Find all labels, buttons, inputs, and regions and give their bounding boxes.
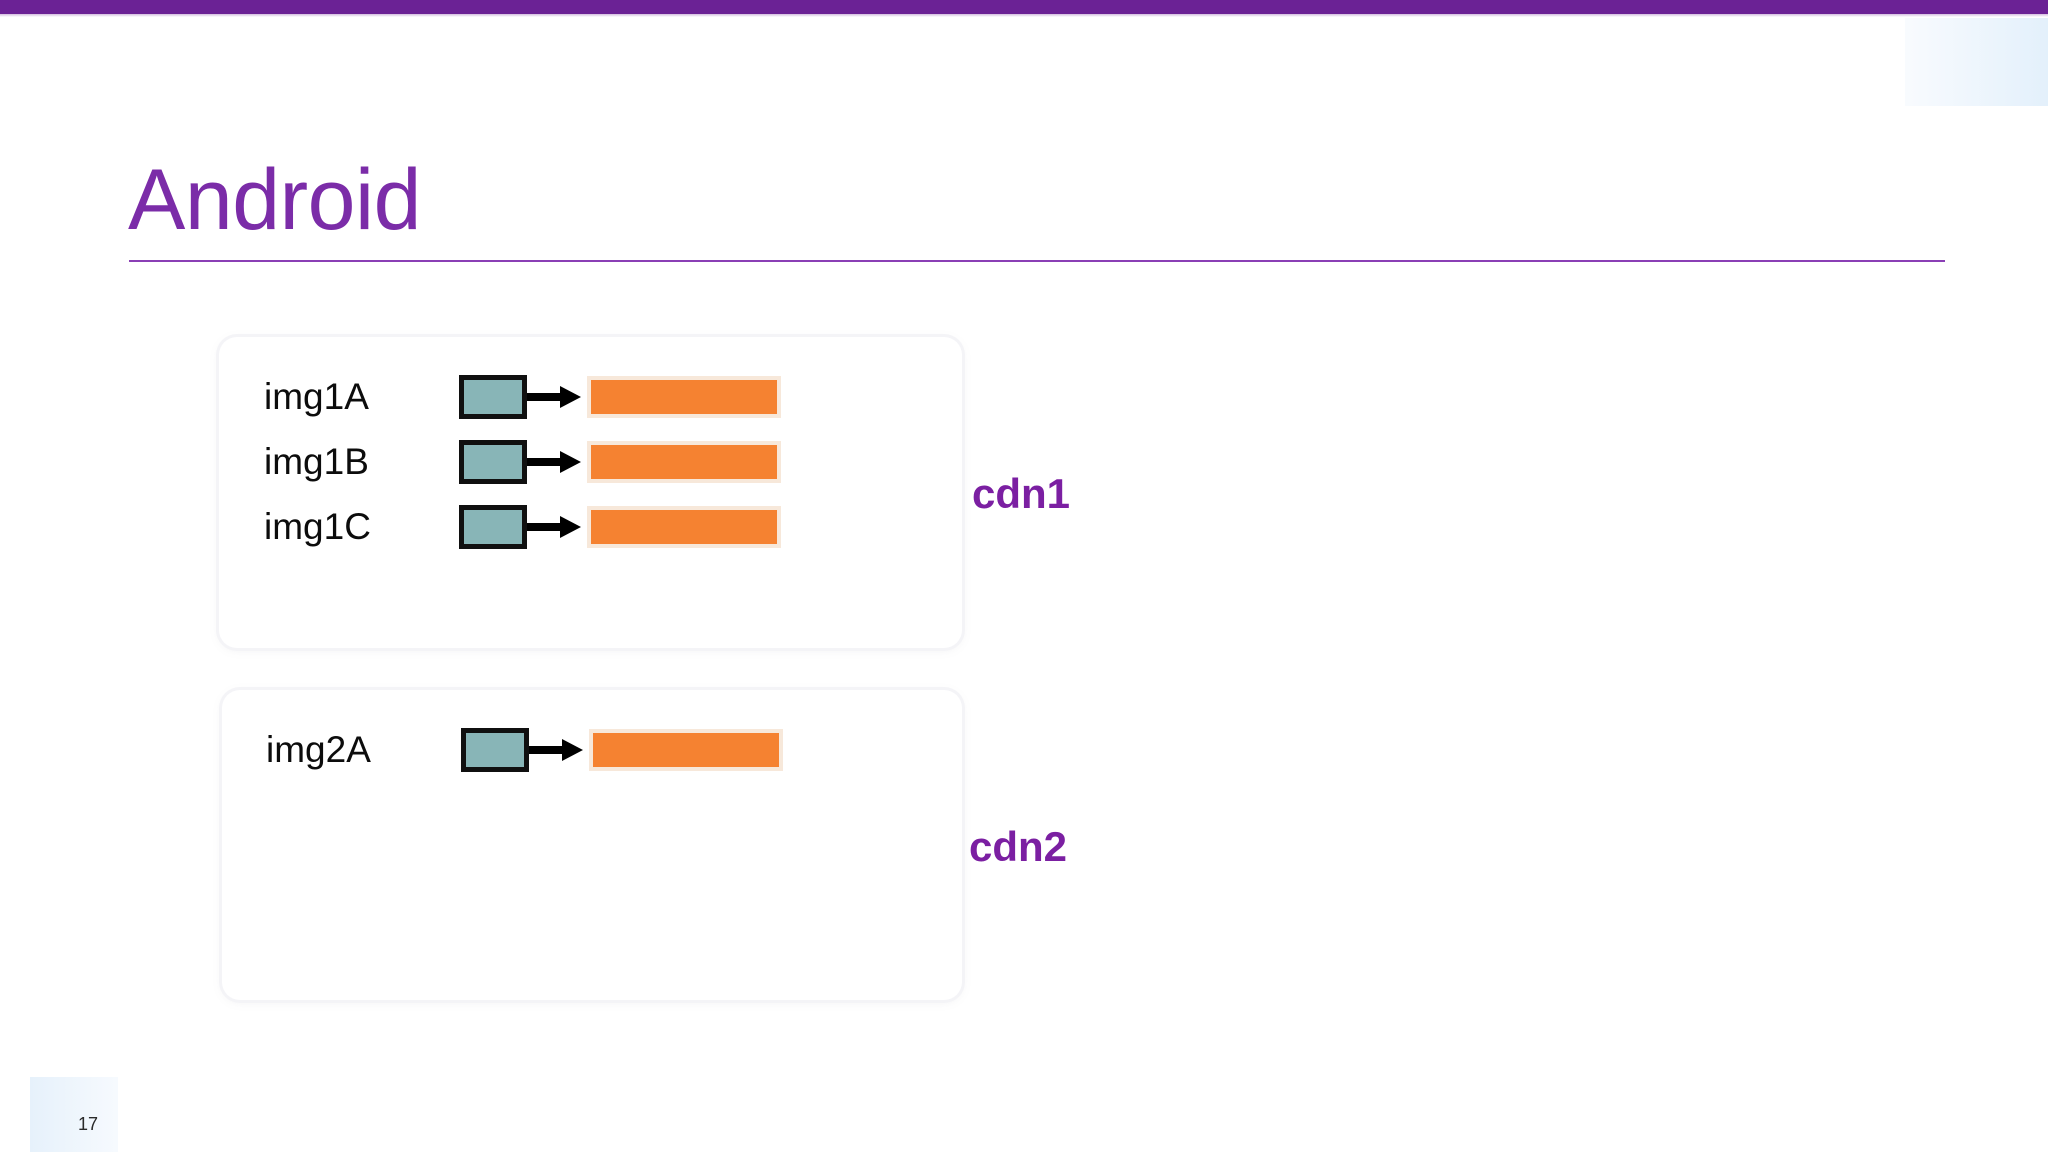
arrow-shaft [529,746,565,754]
source-image-box [461,728,529,772]
arrow-head [560,516,581,538]
arrow-head [562,739,583,761]
arrow-head [560,386,581,408]
arrow-shaft [527,458,563,466]
arrow-right-icon [529,739,585,761]
arrow-right-icon [527,516,583,538]
image-row: img1B [264,434,781,490]
source-image-box [459,440,527,484]
arrow-right-icon [527,386,583,408]
cdn-destination-bar [587,376,781,418]
image-label: img1B [264,441,369,482]
title-underline-rule [129,260,1945,262]
cdn2-card: img2A [222,690,962,1000]
image-label: img1C [264,506,371,547]
cdn-destination-bar [587,441,781,483]
cdn1-card: img1A img1B img1C [219,337,962,648]
top-purple-band [0,0,2048,14]
page-title: Android [128,152,421,248]
source-image-box [459,505,527,549]
arrow-head [560,451,581,473]
page-number: 17 [78,1114,99,1134]
cdn-destination-bar [589,729,783,771]
image-label: img1A [264,376,369,417]
decorative-blue-block-bottom-left [30,1077,118,1152]
arrow-right-icon [527,451,583,473]
image-row: img2A [266,722,783,778]
arrow-shaft [527,523,563,531]
image-row: img1C [264,499,781,555]
image-row: img1A [264,369,781,425]
cdn2-label: cdn2 [969,823,1068,870]
decorative-blue-block-top-right [1905,18,2048,106]
top-band-shadow [0,14,2048,17]
cdn1-label: cdn1 [972,470,1071,517]
cdn-destination-bar [587,506,781,548]
source-image-box [459,375,527,419]
arrow-shaft [527,393,563,401]
image-label: img2A [266,729,371,770]
